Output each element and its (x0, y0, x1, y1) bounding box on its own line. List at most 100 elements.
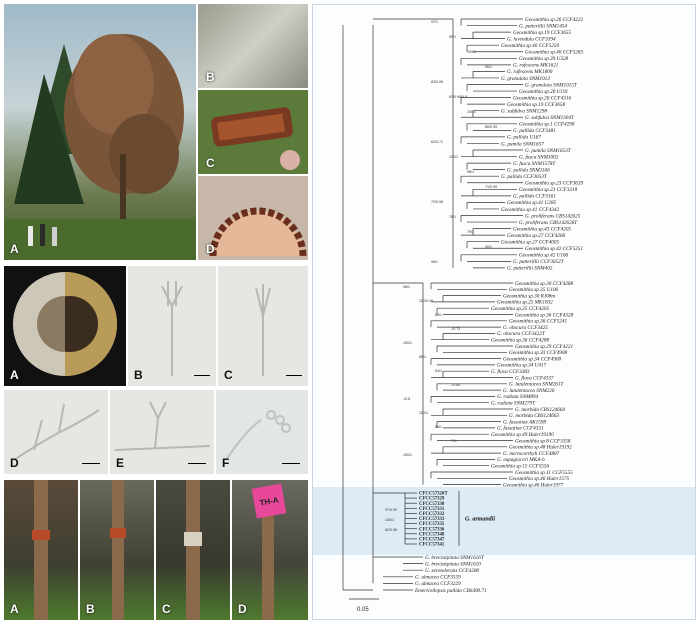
figure3-label-c: C (162, 602, 171, 616)
figure2-micro-c: C (218, 266, 308, 386)
stem-cross-section-illustration (209, 207, 307, 257)
bootstrap-value: 100/1 (467, 110, 476, 114)
taxon-label: Geosmithia sp.48 Huler19192 (509, 444, 572, 451)
bootstrap-value: 97/0.99 (385, 508, 397, 512)
bark-sample-illustration (211, 107, 300, 170)
figure3-label-d: D (238, 602, 247, 616)
taxon-label: Geosmithia sp.1 CCF4298 (519, 121, 575, 128)
taxon-label: G. flava CCF4337 (515, 374, 554, 381)
taxon-label: G. granulata SNM1013 (501, 76, 550, 82)
figure2-label-e: E (116, 456, 125, 470)
taxon-label: Geosmithia sp.25 MK1832 (497, 300, 553, 306)
bootstrap-value: 62/0.71 (431, 140, 443, 144)
plant-tag-text: TH-A (258, 494, 280, 508)
figure3-photo-c: C (156, 480, 230, 620)
scale-bar (188, 463, 206, 464)
taxon-label: G. eupagioceri MKA-b (497, 457, 545, 463)
taxon-label: G. pallida CCF3481 (513, 127, 556, 134)
clade-taxon-label: CFCC57331 (419, 507, 445, 512)
clade-taxon-label: CFCC57330 (419, 502, 445, 507)
bootstrap-value: 86/1 (435, 425, 442, 429)
taxon-label: G. lavendula CCF3394 (507, 35, 556, 42)
figure1-label-c: C (206, 156, 215, 170)
taxon-label: G. subfulva SNM1304T (525, 114, 575, 121)
taxon-label: G. ulmacea CCF3559 (415, 575, 461, 581)
taxon-label: Geosmithia sp.8 CCF3358 (515, 438, 571, 444)
taxon-label: G. flava CCF3383 (491, 368, 530, 375)
conidiophore-illustration (255, 284, 271, 376)
bootstrap-value: 99/1 (449, 35, 456, 39)
figure2-micro-e: E (110, 390, 214, 474)
taxon-label: G. morbida CBS124663 (509, 412, 559, 419)
taxon-label: G. obscura CCF3422T (497, 330, 546, 337)
taxon-label: G. rufescens MK1800 (507, 68, 553, 75)
taxon-label: Geosmithia sp.20 CCF4316 (513, 94, 571, 101)
taxon-label: G. pallida CCF3161 (513, 194, 556, 200)
taxon-label: G. pallida U167 (507, 135, 541, 141)
bootstrap-value: 100/1 (385, 518, 394, 522)
taxon-label: Geosmithia sp.30 RJ08m (503, 293, 555, 299)
figure1-label-b: B (206, 70, 215, 84)
taxon-label: Geosmithia sp.19 CCF3655 (513, 30, 571, 36)
taxon-label: Geosmithia sp.41 CCF4342 (501, 206, 559, 213)
hyphae-illustration (114, 401, 211, 451)
clade-highlight-band (313, 487, 695, 555)
taxon-label: G. pumila SNM1653T (525, 148, 572, 154)
taxon-label: Geosmithia sp.11 CCF5555 (515, 470, 573, 476)
taxon-label: G. radiata SNM894 (497, 393, 538, 400)
bootstrap-value: 100/0.99 (419, 299, 433, 303)
scale-bar (282, 463, 300, 464)
conidiophore-illustration (161, 281, 183, 376)
figure1-photo-d: D (198, 176, 308, 260)
figure2-label-d: D (10, 456, 19, 470)
taxon-label: Geosmithia sp.42 CCF5251 (525, 245, 583, 252)
taxon-label: G. proliferans CBS142625 (525, 212, 581, 219)
bootstrap-value: 100/1 (467, 50, 476, 54)
bootstrap-value: 90/1 (485, 245, 492, 249)
bootstrap-value: -/0.8 (403, 397, 410, 401)
figure1-label-a: A (10, 242, 19, 256)
hyphae-illustration (13, 403, 100, 461)
bootstrap-value: 71/- (451, 439, 458, 443)
taxon-label: Geosmithia sp.29 CCF4221 (515, 343, 573, 350)
taxon-label: Emericellopsis pallida CBS490.71 (414, 587, 487, 594)
taxon-label: G. fusca SNM1578T (513, 160, 556, 167)
taxon-label: G. microcorthyli CCF4887 (503, 450, 560, 457)
taxon-label: Geosmithia sp.34 U417 (497, 362, 547, 369)
clade-taxon-label: CFCC57336 (419, 527, 445, 532)
bootstrap-value: 84/1 (435, 369, 442, 373)
phylogenetic-tree-panel: Geosmithia sp.26 CCF4222 G. putterillii S… (312, 4, 696, 620)
clade-name-label: G. armandii (465, 517, 495, 523)
taxon-label: Geosmithia sp.15 CCF5556 (491, 464, 549, 470)
taxon-label: G. putterillii SNM402 (507, 265, 553, 272)
taxon-label: G. putterillii CCF3052T (513, 259, 565, 265)
scale-bar (286, 375, 302, 376)
taxon-label: Geosmithia sp.40 CCF5283 (525, 49, 583, 56)
clade-taxon-label: CFCC57341 (419, 543, 445, 548)
bootstrap-value: 100/1 (403, 453, 412, 457)
tree-illustration (4, 34, 196, 260)
taxon-label: Geosmithia sp.33 CCF4908 (509, 349, 567, 356)
bootstrap-value: 86/1 (435, 313, 442, 317)
taxon-label: Geosmithia sp.20 U191 (519, 89, 569, 95)
taxon-label: G. radiata SNM279T (491, 401, 536, 407)
bootstrap-value: 98/1 (467, 170, 474, 174)
taxon-label: Geosmithia sp.46 Huler1575 (509, 475, 569, 482)
taxon-label: G. xerotolerans CCF4280 (425, 567, 480, 574)
figure2-label-a: A (10, 368, 19, 382)
taxon-label: G. granulata SNM1015T (525, 82, 578, 88)
taxon-label: Geosmithia sp.34 CCF4908 (503, 355, 561, 362)
taxon-label: G. fusca SNM1002 (519, 153, 559, 160)
figure3-photo-b: B (80, 480, 154, 620)
bootstrap-value: 98/1 (403, 285, 410, 289)
taxon-label: Geosmithia sp.19 CCF3658 (507, 102, 565, 108)
bootstrap-value: 65/1 (419, 355, 426, 359)
figure1-photo-c: C (198, 90, 308, 174)
bootstrap-value: -/0.85 (451, 383, 460, 387)
clade-taxon-label: CFCC57347 (419, 538, 445, 543)
bootstrap-value: 83/0.95 (431, 80, 443, 84)
taxon-label: G. pallida CCF3053T (501, 174, 548, 180)
taxon-label: Geosmithia sp.26 CCF4222 (525, 16, 583, 23)
bootstrap-value: -/0.73 (451, 327, 460, 331)
taxon-label: Geosmithia sp.39 U328 (519, 56, 569, 62)
